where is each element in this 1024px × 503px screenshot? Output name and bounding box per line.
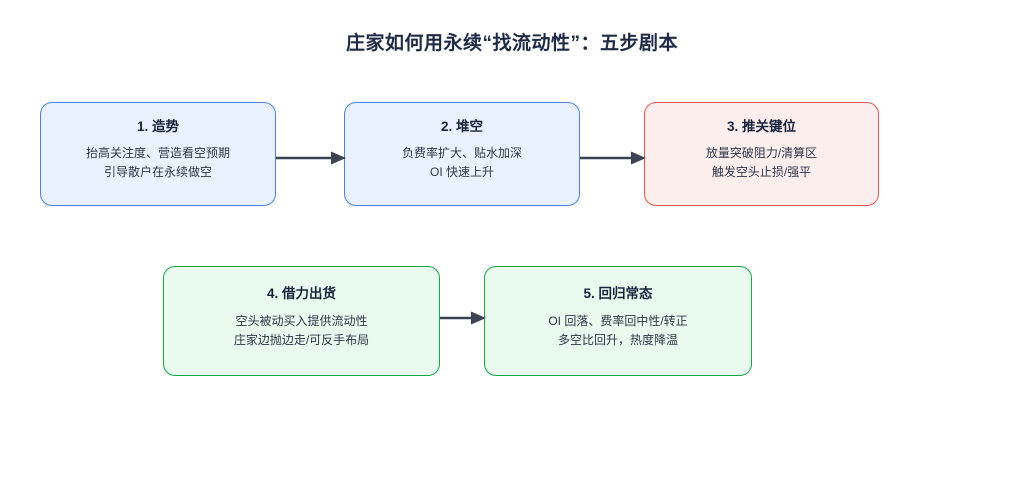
- page-title: 庄家如何用永续“找流动性”：五步剧本: [345, 33, 678, 54]
- flow-node-line: 引导散户在永续做空: [103, 164, 212, 179]
- arrow-right-icon-step2-step3: [580, 151, 646, 165]
- flow-node-line: OI 回落、费率回中性/转正: [548, 314, 688, 329]
- flow-node-heading: 2. 堆空: [440, 119, 483, 134]
- flow-node-heading: 5. 回归常态: [583, 286, 653, 301]
- flow-node-step-5[interactable]: 5. 回归常态 OI 回落、费率回中性/转正 多空比回升，热度降温: [484, 266, 752, 376]
- flow-node-step-1[interactable]: 1. 造势 抬高关注度、营造看空预期 引导散户在永续做空: [40, 102, 276, 206]
- flow-node-step-2[interactable]: 2. 堆空 负费率扩大、贴水加深 OI 快速上升: [344, 102, 580, 206]
- flow-node-heading: 4. 借力出货: [266, 286, 336, 301]
- arrow-right-icon-step1-step2: [276, 151, 346, 165]
- flow-node-line: 抬高关注度、营造看空预期: [85, 146, 230, 161]
- flow-node-step-4[interactable]: 4. 借力出货 空头被动买入提供流动性 庄家边抛边走/可反手布局: [163, 266, 440, 376]
- flow-node-heading: 3. 推关键位: [726, 119, 796, 134]
- arrow-right-icon-step4-step5: [440, 311, 486, 325]
- flow-node-line: 庄家边抛边走/可反手布局: [233, 332, 370, 347]
- flow-node-line: 放量突破阻力/清算区: [705, 146, 818, 161]
- flow-node-line: 多空比回升，热度降温: [557, 332, 678, 347]
- flow-node-line: 空头被动买入提供流动性: [235, 314, 368, 329]
- flow-node-heading: 1. 造势: [136, 119, 179, 134]
- flow-node-line: 触发空头止损/强平: [711, 164, 812, 179]
- flow-node-step-3[interactable]: 3. 推关键位 放量突破阻力/清算区 触发空头止损/强平: [644, 102, 879, 206]
- flow-node-line: 负费率扩大、贴水加深: [401, 146, 522, 161]
- flow-node-line: OI 快速上升: [429, 164, 494, 179]
